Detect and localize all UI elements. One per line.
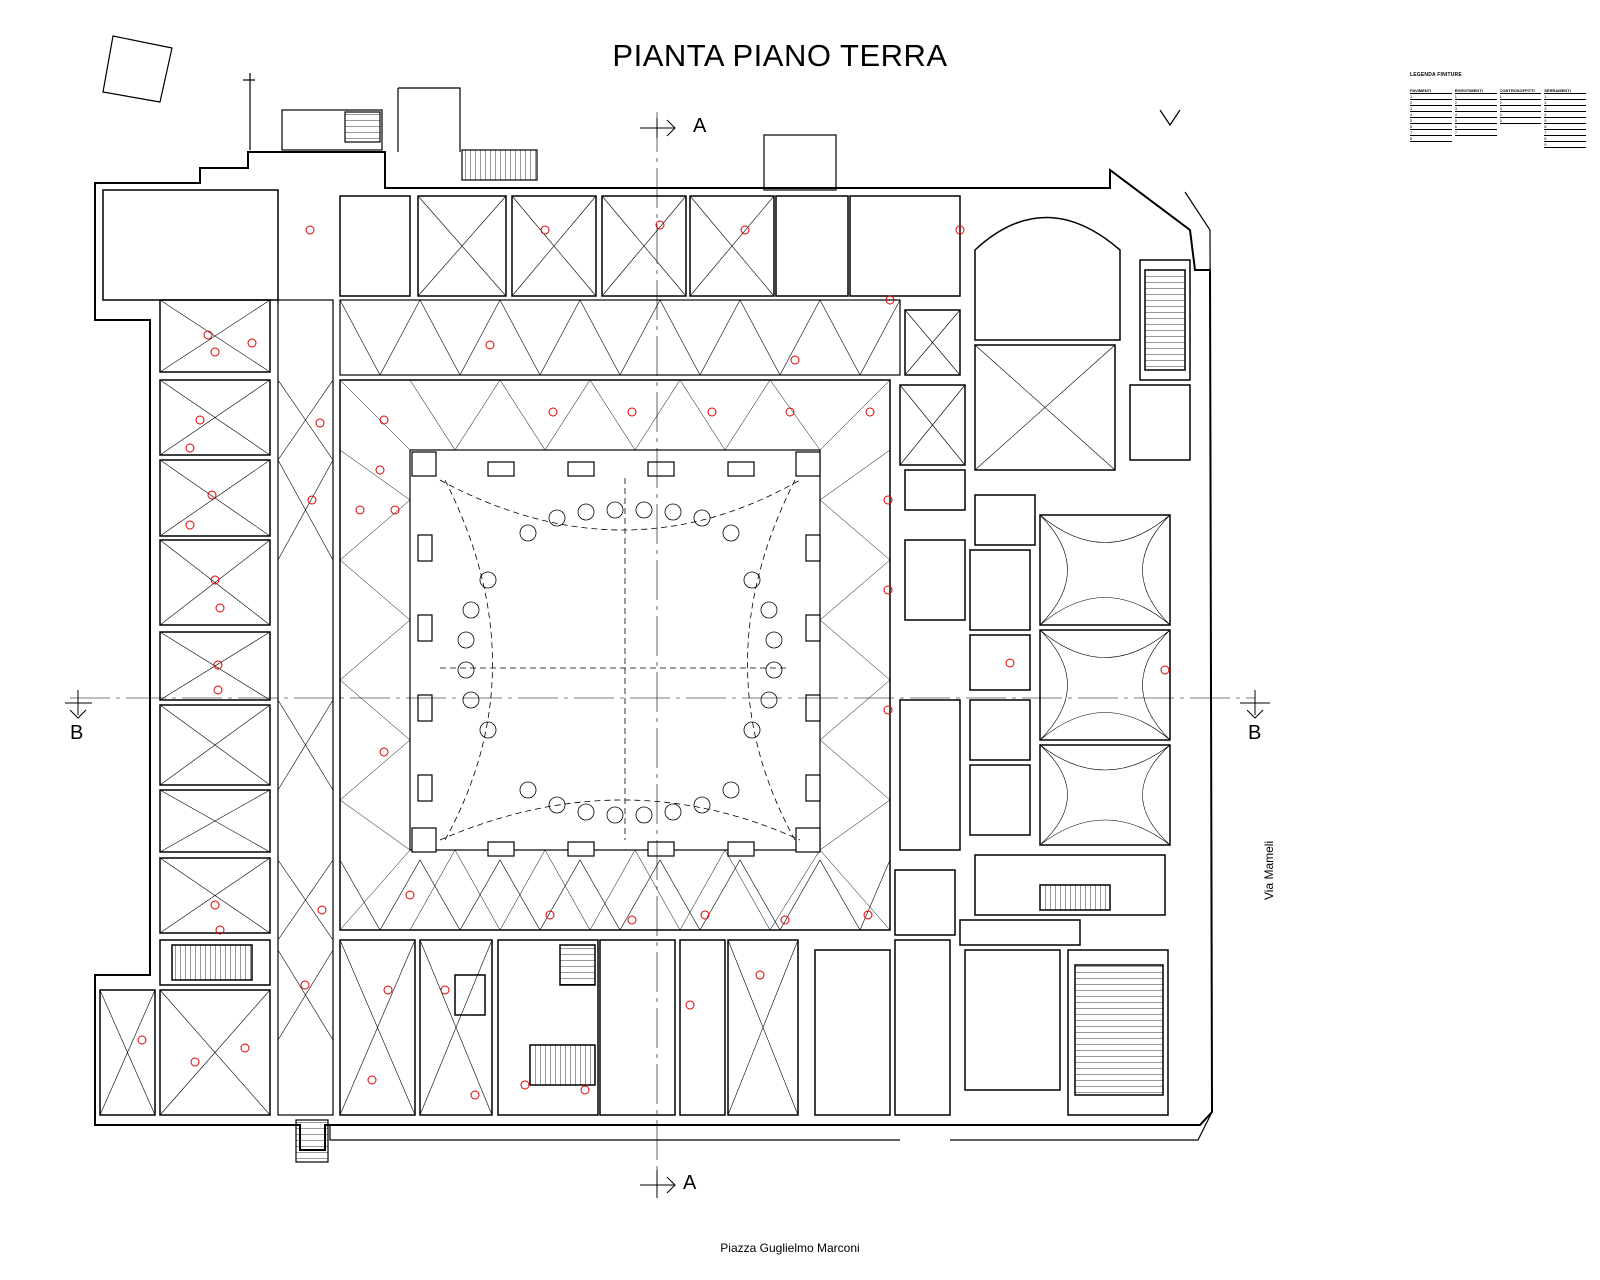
east-vault-lines <box>899 309 1171 846</box>
west-vault-lines <box>99 299 271 1116</box>
legend-item: 7 <box>1454 130 1497 136</box>
legend-item: 8 <box>1410 136 1452 142</box>
legend-item: 4 <box>1410 112 1452 118</box>
section-marker-a-bottom: A <box>683 1172 697 1194</box>
legend-title: LEGENDA FINITURE <box>1410 72 1462 78</box>
section-marker-a-top: A <box>693 115 707 137</box>
east-rooms <box>894 309 1191 946</box>
legend-item: 1 <box>1544 94 1586 100</box>
legend-item: 5 <box>1410 118 1452 124</box>
south-vault-lines <box>339 859 891 1116</box>
legend-item: 6 <box>1544 124 1586 130</box>
west-corridor <box>277 299 334 1116</box>
legend-column-head: CONTROSOFFITTI <box>1499 88 1542 94</box>
legend-item: 1 <box>1410 94 1452 100</box>
legend-item: 8 <box>1544 136 1586 142</box>
legend-item: 1 <box>1499 94 1542 100</box>
legend-column-head: PAVIMENTI <box>1410 88 1452 94</box>
section-marker-b-right: B <box>1248 722 1262 744</box>
legend-item: 5 <box>1544 118 1586 124</box>
north-vault-lines <box>417 195 775 297</box>
legend-item: 6 <box>1454 124 1497 130</box>
legend-item: 4 <box>1454 112 1497 118</box>
north-corridor <box>339 299 901 376</box>
legend-item: 3 <box>1544 106 1586 112</box>
legend-item: 2 <box>1499 100 1542 106</box>
legend-item: 7 <box>1410 130 1452 136</box>
section-lines <box>65 112 1270 1198</box>
legend-item: 3 <box>1454 106 1497 112</box>
courtyard-circles <box>457 501 783 824</box>
street-label-bottom: Piazza Guglielmo Marconi <box>720 1241 860 1255</box>
legend-column-head: SERRAMENTI <box>1544 88 1586 94</box>
legend-item: 7 <box>1544 130 1586 136</box>
legend-item: 5 <box>1454 118 1497 124</box>
cloister-vault-lines <box>339 379 891 931</box>
legend-item: 3 <box>1499 106 1542 112</box>
legend-item: 5 <box>1499 118 1542 124</box>
legend-item: 9 <box>1544 142 1586 148</box>
legend-column-head: RIVESTIMENTI <box>1454 88 1497 94</box>
annotation-markers <box>137 220 1170 1100</box>
legend-item: 2 <box>1454 100 1497 106</box>
west-rooms <box>99 299 271 1116</box>
building-outline <box>94 151 1214 1151</box>
courtyard-pattern <box>439 478 801 841</box>
legend-item: 1 <box>1454 94 1497 100</box>
cloister-arcade <box>339 379 891 931</box>
legend-item: 4 <box>1499 112 1542 118</box>
legend-item: 2 <box>1410 100 1452 106</box>
street-label-right: Via Mameli <box>1262 840 1276 900</box>
cloister-piers <box>411 451 821 857</box>
section-marker-b-left: B <box>70 722 84 744</box>
page-title: PIANTA PIANO TERRA <box>612 38 948 73</box>
north-rooms <box>339 195 1191 381</box>
legend-item: 3 <box>1410 106 1452 112</box>
legend-item: 2 <box>1544 100 1586 106</box>
legend-item: 6 <box>1410 124 1452 130</box>
exterior-elements <box>102 35 1213 1163</box>
legend-item: 4 <box>1544 112 1586 118</box>
south-rooms <box>339 939 1169 1116</box>
